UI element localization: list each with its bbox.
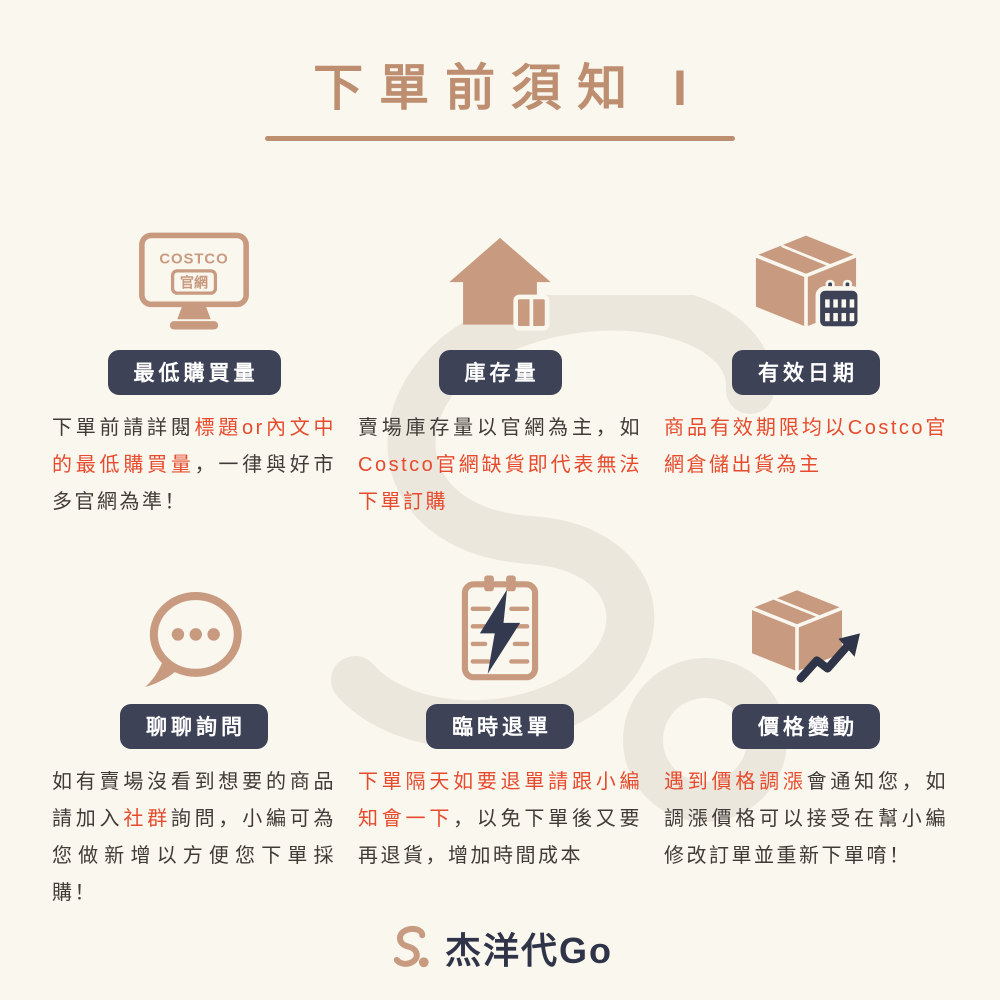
text-stock: 賣場庫存量以官網為主，如 Costco官網缺貨即代表無法下單訂購: [358, 410, 642, 521]
section-min-purchase: COSTCO 官網 最低購買量 下單前請詳閱標題or內文中的最低購買量，一律與好…: [52, 198, 336, 521]
bottom-row: 聊聊詢問 如有賣場沒看到想要的商品請加入社群詢問，小編可為您做新增以方便您下單採…: [52, 552, 948, 912]
section-price: 價格變動 遇到價格調漲會通知您，如調漲價格可以接受在幫小編修改訂單並重新下單唷！: [664, 552, 948, 912]
text-segment: 詢問，小編可為您做新增以方便您下單採購！: [52, 808, 337, 904]
text-segment: 賣場庫存量以官網為主，如: [358, 417, 642, 439]
section-cancel: 臨時退單 下單隔天如要退單請跟小編知會一下，以免下單後又要再退貨，增加時間成本: [358, 552, 642, 912]
brand-name: 杰洋代Go: [445, 930, 613, 971]
text-price: 遇到價格調漲會通知您，如調漲價格可以接受在幫小編修改訂單並重新下單唷！: [664, 764, 948, 875]
badge-expiry: 有效日期: [732, 350, 880, 395]
costco-monitor-icon: COSTCO 官網: [133, 198, 255, 336]
text-segment: 下單隔天如要退單請跟小編知會一下: [358, 771, 642, 830]
text-segment: ，一律與好市多官網為準！: [52, 454, 337, 513]
text-segment: ，以免下單後又要再退貨，增加時間成本: [358, 808, 643, 867]
box-calendar-icon: [745, 198, 867, 336]
house-stock-icon: [440, 198, 560, 336]
text-segment: Costco官網缺貨即代表無法下單訂購: [358, 454, 642, 513]
chat-icon: [136, 552, 252, 690]
title-underline: [265, 136, 735, 141]
clipboard-lightning-icon: [443, 552, 557, 690]
text-segment: 標題or內文中的最低購買量: [52, 417, 336, 476]
brand-logo-icon: [393, 925, 429, 968]
text-chat: 如有賣場沒看到想要的商品請加入社群詢問，小編可為您做新增以方便您下單採購！: [52, 764, 336, 912]
text-min-purchase: 下單前請詳閱標題or內文中的最低購買量，一律與好市多官網為準！: [52, 410, 336, 521]
text-segment: 如有賣場沒看到想要的商品請加入: [52, 771, 336, 830]
badge-price: 價格變動: [732, 704, 880, 749]
text-segment: 社群: [123, 808, 171, 830]
box-trend-icon: [743, 552, 869, 690]
text-segment: 商品有效期限均以Costco官網倉儲出貨為主: [664, 417, 948, 476]
badge-min-purchase: 最低購買量: [107, 350, 281, 395]
text-segment: 會通知您，如調漲價格可以接受在幫小編修改訂單並重新下單唷！: [664, 771, 949, 867]
text-cancel: 下單隔天如要退單請跟小編知會一下，以免下單後又要再退貨，增加時間成本: [358, 764, 642, 875]
top-row: COSTCO 官網 最低購買量 下單前請詳閱標題or內文中的最低購買量，一律與好…: [52, 198, 948, 521]
text-expiry: 商品有效期限均以Costco官網倉儲出貨為主: [664, 410, 948, 484]
footer: 杰洋代Go: [0, 922, 1000, 974]
section-expiry: 有效日期 商品有效期限均以Costco官網倉儲出貨為主: [664, 198, 948, 521]
badge-cancel: 臨時退單: [426, 704, 574, 749]
section-chat: 聊聊詢問 如有賣場沒看到想要的商品請加入社群詢問，小編可為您做新增以方便您下單採…: [52, 552, 336, 912]
monitor-text-costco: COSTCO: [159, 251, 228, 267]
header: 下單前須知 I: [0, 48, 1000, 141]
page-title: 下單前須知 I: [313, 60, 703, 116]
badge-stock: 庫存量: [438, 350, 562, 395]
monitor-text-site: 官網: [180, 275, 208, 291]
section-stock: 庫存量 賣場庫存量以官網為主，如 Costco官網缺貨即代表無法下單訂購: [358, 198, 642, 521]
text-segment: 下單前請詳閱: [52, 417, 195, 439]
text-segment: 遇到價格調漲: [664, 771, 807, 793]
badge-chat: 聊聊詢問: [120, 704, 268, 749]
